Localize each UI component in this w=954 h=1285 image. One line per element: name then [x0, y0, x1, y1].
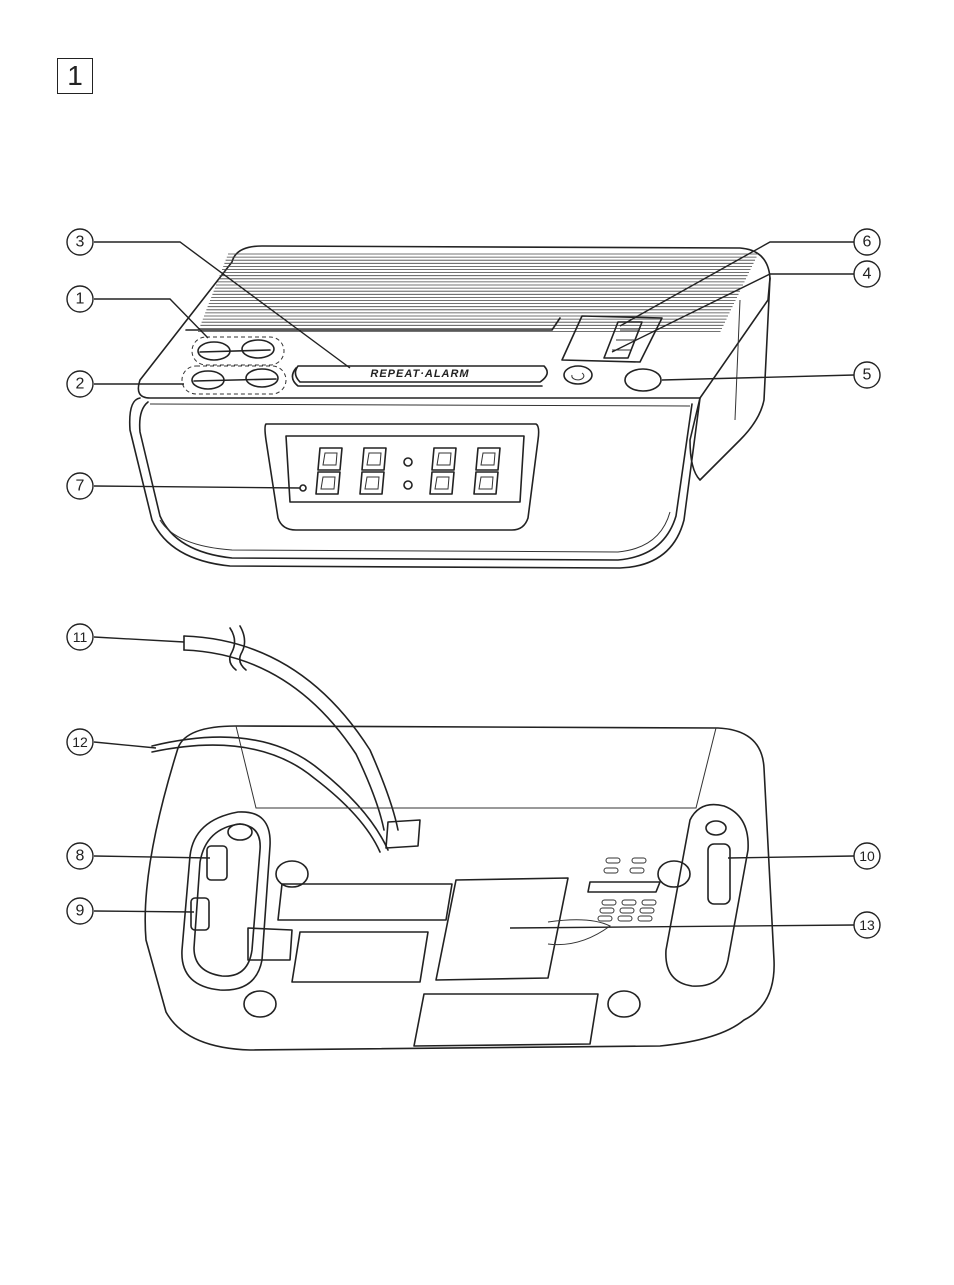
power-icon: [572, 373, 584, 380]
vent-slot: [606, 858, 620, 863]
foot-icon: [608, 991, 640, 1017]
foot-icon: [276, 861, 308, 887]
vent-slot: [638, 916, 652, 921]
left-battery-compartment: [182, 812, 292, 990]
vent-slot: [604, 868, 618, 873]
callout-9: 9: [67, 898, 93, 924]
repeat-alarm-button[interactable]: REPEAT·ALARM: [292, 366, 547, 386]
vent-slot: [618, 916, 632, 921]
svg-text:13: 13: [859, 917, 875, 933]
vent-slot: [622, 900, 636, 905]
svg-text:6: 6: [863, 234, 872, 251]
seven-segment-digit: [430, 448, 456, 494]
colon-dot-lower: [404, 481, 412, 489]
power-button[interactable]: [564, 366, 592, 384]
callout-6: 6: [854, 229, 880, 255]
callout-8: 8: [67, 843, 93, 869]
callouts: 3 1 2 7 6 4 5 11 12 8 9 10 13: [67, 229, 880, 938]
button-group-2[interactable]: [182, 366, 286, 394]
lcd-display: [265, 424, 539, 530]
callout-1: 1: [67, 286, 93, 312]
terminal-10-icon: [708, 844, 730, 904]
alarm-indicator-icon: [300, 485, 306, 491]
vent-slot: [642, 900, 656, 905]
repeat-alarm-label: REPEAT·ALARM: [370, 368, 469, 380]
callout-11: 11: [67, 624, 93, 650]
svg-text:1: 1: [76, 291, 85, 308]
svg-text:10: 10: [859, 848, 875, 864]
svg-text:8: 8: [76, 848, 85, 865]
callout-3: 3: [67, 229, 93, 255]
svg-text:2: 2: [76, 376, 85, 393]
vent-slots: [598, 858, 656, 921]
seven-segment-digit: [474, 448, 500, 494]
clock-radio-bottom-view: [145, 626, 774, 1050]
svg-text:9: 9: [76, 903, 85, 920]
round-button-5[interactable]: [625, 369, 661, 391]
colon-dot-upper: [404, 458, 412, 466]
rating-label-plate: [436, 878, 568, 980]
svg-text:5: 5: [863, 367, 872, 384]
callout-4: 4: [854, 261, 880, 287]
callout-12: 12: [67, 729, 93, 755]
terminal-8-icon: [207, 846, 227, 880]
svg-text:4: 4: [863, 266, 872, 283]
right-battery-compartment: [666, 805, 748, 987]
svg-text:7: 7: [76, 478, 85, 495]
button-group-1[interactable]: [192, 337, 284, 365]
callout-5: 5: [854, 362, 880, 388]
callout-10: 10: [854, 843, 880, 869]
svg-text:12: 12: [72, 734, 88, 750]
svg-text:3: 3: [76, 234, 85, 251]
vent-slot: [620, 908, 634, 913]
callout-7: 7: [67, 473, 93, 499]
clock-radio-front-view: REPEAT·ALARM: [130, 246, 770, 568]
mode-slider-switch[interactable]: [562, 316, 662, 362]
callout-13: 13: [854, 912, 880, 938]
terminal-9-icon: [191, 898, 209, 930]
speaker-grille: [198, 254, 758, 332]
svg-text:11: 11: [73, 629, 88, 645]
display-digits: [316, 448, 500, 494]
callout-2: 2: [67, 371, 93, 397]
vent-slot: [600, 908, 614, 913]
vent-slot: [630, 868, 644, 873]
vent-slot: [632, 858, 646, 863]
vent-slot: [598, 916, 612, 921]
vent-slot: [640, 908, 654, 913]
foot-icon: [244, 991, 276, 1017]
seven-segment-digit: [316, 448, 342, 494]
foot-icon: [658, 861, 690, 887]
seven-segment-digit: [360, 448, 386, 494]
vent-slot: [602, 900, 616, 905]
